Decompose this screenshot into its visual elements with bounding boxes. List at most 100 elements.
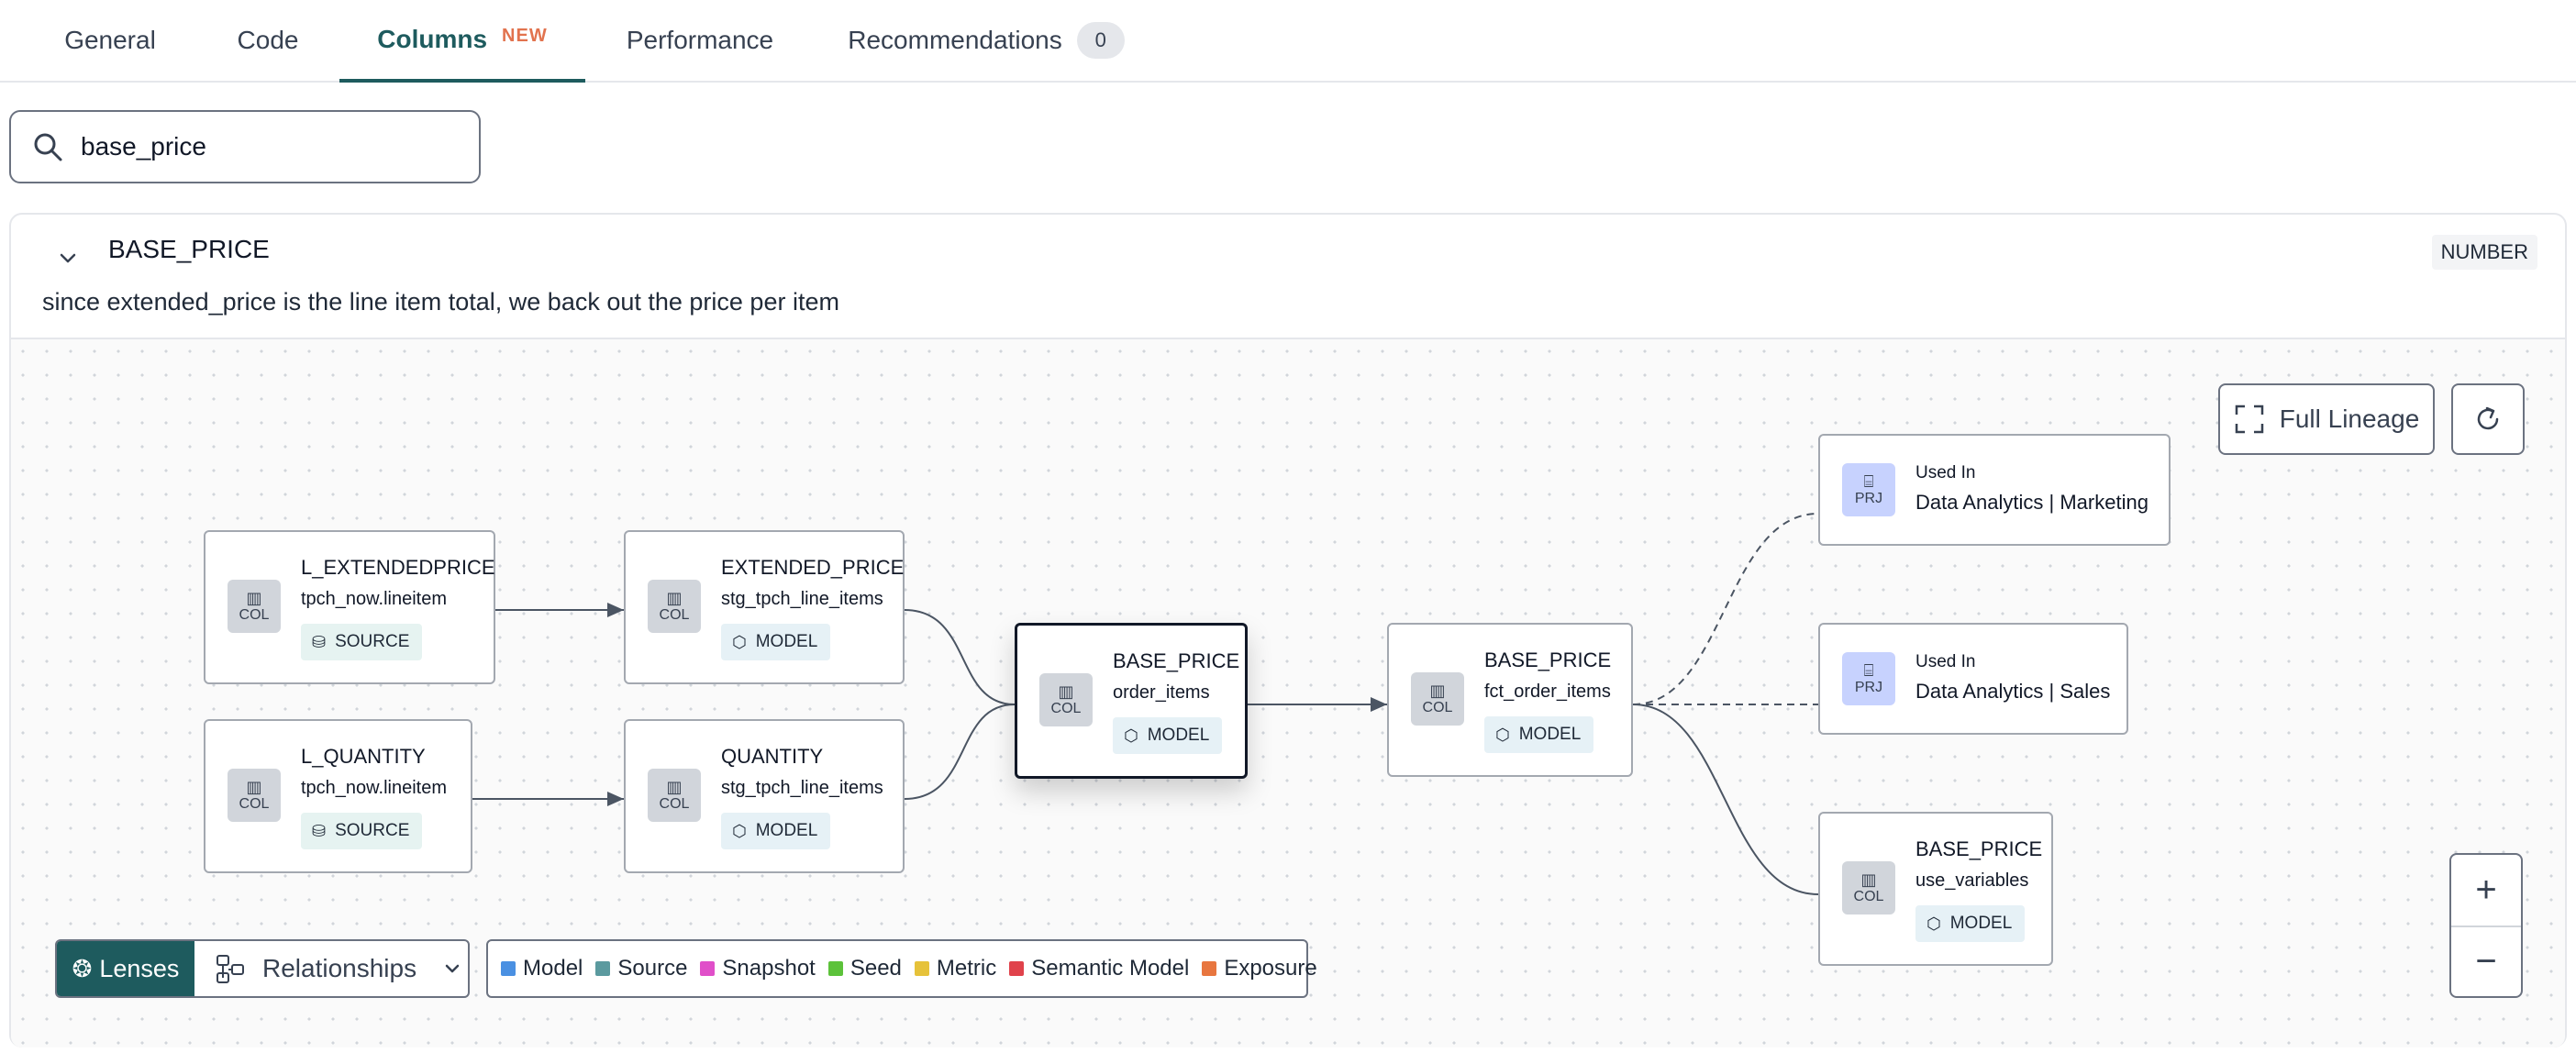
refresh-button[interactable] [2451, 383, 2525, 455]
column-icon: ▥ [666, 778, 683, 796]
column-name: BASE_PRICE [108, 235, 270, 263]
lineage-node-project[interactable]: ⌸PRJ Used In Data Analytics | Sales [1818, 623, 2128, 735]
column-icon: ▥ [1860, 870, 1877, 889]
database-icon: ⛁ [312, 632, 327, 651]
column-badge: ▥COL [1039, 673, 1093, 726]
zoom-out-button[interactable]: − [2475, 940, 2497, 981]
legend-label: Snapshot [722, 956, 816, 981]
lineage-node[interactable]: ▥COL L_QUANTITY tpch_now.lineitem ⛁SOURC… [204, 719, 472, 873]
node-subtitle: stg_tpch_line_items [721, 589, 883, 609]
cube-icon: ⬡ [732, 632, 747, 651]
lineage-node-focused[interactable]: ▥COL BASE_PRICE order_items ⬡MODEL [1015, 623, 1248, 779]
column-search [9, 110, 481, 183]
node-type-tag: ⬡MODEL [721, 624, 831, 660]
node-type: SOURCE [335, 632, 410, 651]
lineage-node[interactable]: ▥COL BASE_PRICE fct_order_items ⬡MODEL [1387, 623, 1633, 777]
legend-swatch [827, 961, 843, 976]
node-title: EXTENDED_PRICE [721, 556, 905, 579]
legend-item: Metric [914, 956, 997, 981]
chevron-down-icon[interactable] [53, 244, 83, 273]
relationships-dropdown[interactable]: Relationships [194, 941, 468, 996]
badge-label: COL [239, 796, 270, 812]
column-badge: ▥COL [1411, 672, 1464, 726]
column-badge: ▥COL [228, 580, 281, 633]
lenses-button[interactable]: ❂ Lenses [57, 941, 194, 996]
aperture-icon: ❂ [72, 954, 93, 982]
tab-performance[interactable]: Performance [613, 0, 787, 81]
cube-icon: ⬡ [1926, 914, 1941, 933]
project-badge: ⌸PRJ [1842, 652, 1895, 705]
legend-item: Model [501, 956, 583, 981]
column-badge: ▥COL [228, 769, 281, 822]
node-subtitle: tpch_now.lineitem [301, 589, 447, 609]
node-subtitle: use_variables [1915, 870, 2029, 891]
badge-label: COL [659, 796, 690, 812]
legend-label: Model [523, 956, 583, 981]
legend-label: Semantic Model [1031, 956, 1190, 981]
node-type: SOURCE [335, 821, 410, 840]
lineage-node-project[interactable]: ⌸PRJ Used In Data Analytics | Marketing [1818, 434, 2171, 546]
legend-label: Seed [849, 956, 902, 981]
legend-swatch [700, 961, 716, 976]
lineage-node[interactable]: ▥COL EXTENDED_PRICE stg_tpch_line_items … [624, 530, 905, 684]
column-icon: ▥ [1429, 682, 1446, 700]
node-subtitle: order_items [1113, 682, 1210, 703]
badge-label: COL [659, 607, 690, 623]
node-title: QUANTITY [721, 745, 824, 768]
column-description: since extended_price is the line item to… [42, 288, 839, 316]
legend-swatch [1009, 961, 1025, 976]
badge-label: PRJ [1854, 680, 1883, 695]
node-title: Data Analytics | Marketing [1915, 491, 2149, 514]
search-icon [34, 133, 62, 161]
database-icon: ⛁ [312, 821, 327, 840]
node-type: MODEL [1518, 725, 1582, 744]
relationships-icon [217, 955, 244, 983]
legend-label: Metric [936, 956, 997, 981]
column-header[interactable]: BASE_PRICE NUMBER since extended_price i… [11, 215, 2565, 339]
node-subtitle: stg_tpch_line_items [721, 778, 883, 798]
node-caption: Used In [1915, 652, 1976, 671]
column-badge: ▥COL [648, 580, 701, 633]
refresh-icon [2477, 406, 2499, 430]
project-icon: ⌸ [1863, 661, 1874, 680]
lineage-node[interactable]: ▥COL L_EXTENDEDPRICE tpch_now.lineitem ⛁… [204, 530, 495, 684]
legend-item: Seed [827, 956, 902, 981]
count-badge: 0 [1076, 22, 1125, 59]
node-title: BASE_PRICE [1484, 648, 1612, 671]
column-badge: ▥COL [1842, 861, 1895, 914]
search-input[interactable] [79, 131, 450, 162]
legend-swatch [501, 961, 516, 976]
edge [904, 704, 1016, 800]
node-title: BASE_PRICE [1915, 837, 2043, 860]
node-title: BASE_PRICE [1113, 649, 1240, 672]
node-title: Data Analytics | Sales [1915, 680, 2111, 703]
tab-general[interactable]: General [46, 0, 174, 81]
node-type-tag: ⬡MODEL [1915, 905, 2026, 942]
node-type: MODEL [1147, 726, 1210, 745]
column-type-badge: NUMBER [2431, 235, 2537, 270]
tab-label: General [64, 26, 156, 54]
cube-icon: ⬡ [732, 821, 747, 840]
tab-label: Performance [626, 26, 774, 54]
badge-label: COL [1050, 701, 1082, 716]
new-badge: NEW [502, 25, 548, 46]
legend-swatch [914, 961, 929, 976]
tab-code[interactable]: Code [211, 0, 325, 81]
node-type-tag: ⬡MODEL [1484, 716, 1594, 753]
tab-columns[interactable]: Columns NEW [339, 0, 585, 83]
lineage-node[interactable]: ▥COL QUANTITY stg_tpch_line_items ⬡MODEL [624, 719, 905, 873]
resource-legend: Model Source Snapshot Seed Metric Semant… [486, 939, 1317, 998]
zoom-in-button[interactable]: + [2475, 869, 2497, 910]
legend-item: Exposure [1202, 956, 1317, 981]
legend-item: Snapshot [700, 956, 816, 981]
legend-swatch [595, 961, 611, 976]
lens-toolbar: ❂ Lenses Relationships [55, 939, 470, 998]
tab-bar: General Code Columns NEW Performance Reco… [0, 0, 2576, 83]
tab-label: Recommendations [848, 26, 1062, 54]
node-type-tag: ⬡MODEL [721, 813, 831, 849]
lineage-node[interactable]: ▥COL BASE_PRICE use_variables ⬡MODEL [1818, 812, 2053, 966]
tab-label: Columns [377, 25, 488, 53]
legend-label: Exposure [1224, 956, 1317, 981]
full-lineage-button[interactable]: Full Lineage [2218, 383, 2435, 455]
tab-recommendations[interactable]: Recommendations 0 [835, 0, 1138, 81]
